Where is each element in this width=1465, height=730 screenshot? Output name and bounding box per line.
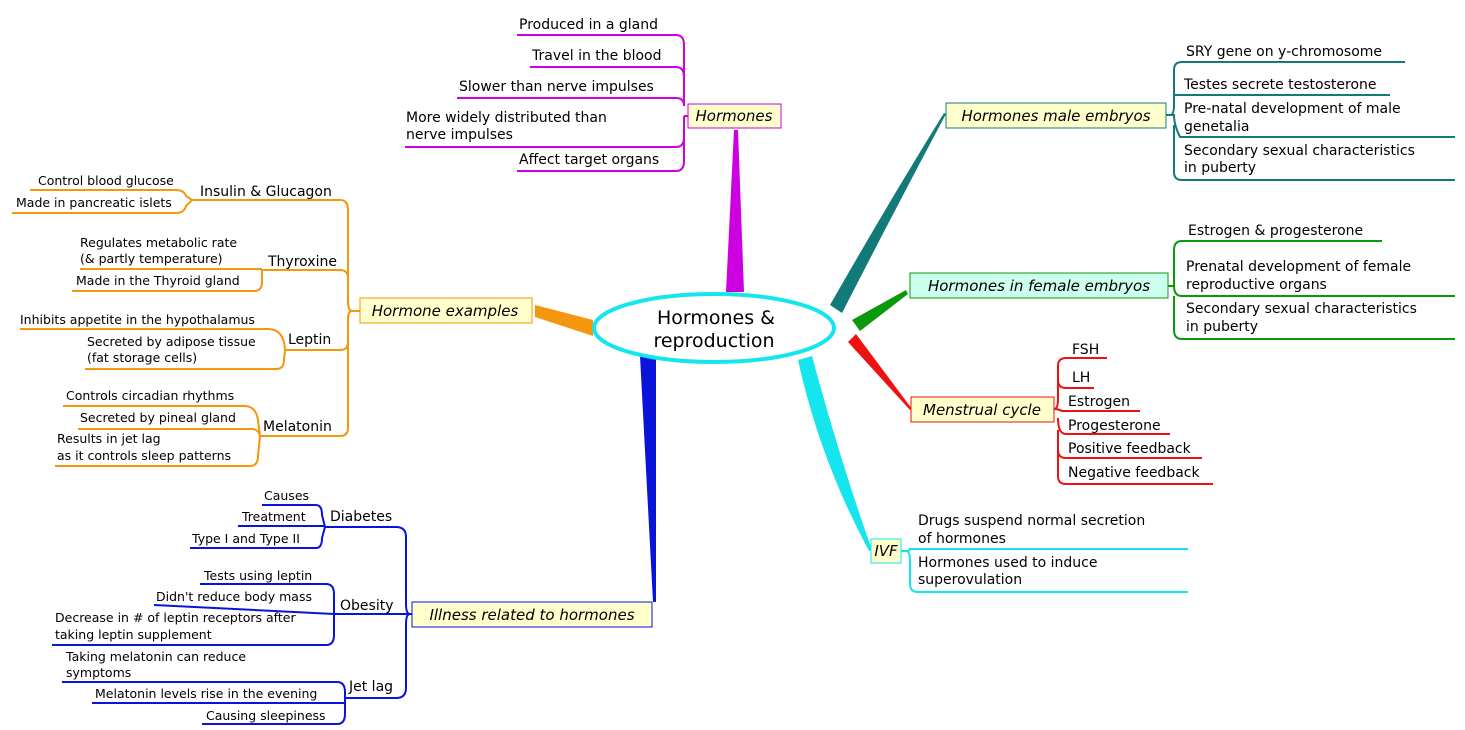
examples-branch bbox=[12, 189, 360, 467]
male-branch bbox=[1166, 61, 1455, 181]
hormones-item-target: Affect target organs bbox=[519, 152, 659, 168]
female-item-estrogen: Estrogen & progesterone bbox=[1188, 223, 1363, 239]
center-title-line2: reproduction bbox=[653, 330, 774, 352]
jetlag-item-evening: Melatonin levels rise in the evening bbox=[95, 686, 317, 701]
menstrual-branch bbox=[1053, 357, 1213, 485]
thyroxine-item-made: Made in the Thyroid gland bbox=[76, 273, 240, 288]
jetlag-item-reduce-2: symptoms bbox=[66, 665, 131, 680]
ivf-title: IVF bbox=[874, 542, 898, 560]
leptin-item-adipose-1: Secreted by adipose tissue bbox=[87, 334, 256, 349]
female-branch bbox=[1168, 240, 1455, 340]
leptin-item-appetite: Inhibits appetite in the hypothalamus bbox=[20, 312, 255, 327]
center-title-line1: Hormones & bbox=[657, 307, 775, 329]
connector-female bbox=[852, 290, 908, 331]
male-item-prenatal-2: genetalia bbox=[1184, 119, 1249, 135]
female-item-prenatal-2: reproductive organs bbox=[1186, 277, 1327, 293]
ivf-item-induce-2: superovulation bbox=[918, 572, 1022, 588]
leptin-item-adipose-2: (fat storage cells) bbox=[87, 350, 197, 365]
melatonin-item-jetlag-1: Results in jet lag bbox=[57, 431, 161, 446]
thyroxine-item-rate-2: (& partly temperature) bbox=[80, 251, 223, 266]
menstrual-item-positive: Positive feedback bbox=[1068, 441, 1192, 457]
thyroxine-label: Thyroxine bbox=[267, 254, 337, 270]
insulin-item-glucose: Control blood glucose bbox=[38, 173, 174, 188]
hormones-title: Hormones bbox=[696, 107, 773, 125]
insulin-label: Insulin & Glucagon bbox=[200, 184, 332, 200]
obesity-item-mass: Didn't reduce body mass bbox=[156, 589, 312, 604]
ivf-item-drugs-2: of hormones bbox=[918, 531, 1006, 547]
connector-ivf bbox=[798, 356, 872, 551]
menstrual-item-lh: LH bbox=[1072, 370, 1090, 386]
female-node[interactable] bbox=[909, 272, 1169, 299]
menstrual-item-progesterone: Progesterone bbox=[1068, 418, 1161, 434]
female-title: Hormones in female embryos bbox=[928, 277, 1150, 295]
center-node[interactable] bbox=[592, 292, 836, 364]
diabetes-item-treatment: Treatment bbox=[241, 509, 306, 524]
hormones-item-slower: Slower than nerve impulses bbox=[459, 79, 654, 95]
hormones-item-blood: Travel in the blood bbox=[531, 48, 662, 64]
hormones-item-distributed-2: nerve impulses bbox=[406, 127, 513, 143]
melatonin-item-pineal: Secreted by pineal gland bbox=[80, 410, 236, 425]
examples-title: Hormone examples bbox=[372, 302, 519, 320]
jetlag-item-reduce-1: Taking melatonin can reduce bbox=[65, 649, 246, 664]
obesity-item-tests: Tests using leptin bbox=[203, 568, 312, 583]
male-item-secondary-1: Secondary sexual characteristics bbox=[1184, 143, 1415, 159]
illness-branch bbox=[52, 504, 412, 725]
thyroxine-item-rate-1: Regulates metabolic rate bbox=[80, 235, 237, 250]
connector-menstrual bbox=[848, 334, 912, 410]
jetlag-item-sleepiness: Causing sleepiness bbox=[206, 708, 326, 723]
ivf-node[interactable] bbox=[870, 538, 902, 564]
hormones-item-distributed-1: More widely distributed than bbox=[406, 110, 607, 126]
diabetes-label: Diabetes bbox=[330, 509, 392, 525]
menstrual-node[interactable] bbox=[910, 396, 1055, 423]
examples-node[interactable] bbox=[359, 297, 533, 324]
obesity-item-receptors-1: Decrease in # of leptin receptors after bbox=[55, 610, 296, 625]
melatonin-item-jetlag-2: as it controls sleep patterns bbox=[57, 448, 231, 463]
male-title: Hormones male embryos bbox=[961, 107, 1150, 125]
female-item-prenatal-1: Prenatal development of female bbox=[1186, 259, 1411, 275]
menstrual-item-negative: Negative feedback bbox=[1068, 465, 1200, 481]
melatonin-label: Melatonin bbox=[263, 419, 332, 435]
male-item-secondary-2: in puberty bbox=[1184, 160, 1256, 176]
ivf-branch bbox=[901, 548, 1188, 593]
hormones-branch bbox=[405, 34, 688, 172]
female-item-secondary-1: Secondary sexual characteristics bbox=[1186, 301, 1417, 317]
melatonin-item-circadian: Controls circadian rhythms bbox=[66, 388, 234, 403]
connector-male bbox=[830, 113, 946, 313]
ivf-item-induce-1: Hormones used to induce bbox=[918, 555, 1098, 571]
leptin-label: Leptin bbox=[288, 332, 331, 348]
illness-title: Illness related to hormones bbox=[429, 606, 634, 624]
female-item-secondary-2: in puberty bbox=[1186, 319, 1258, 335]
male-item-prenatal-1: Pre-natal development of male bbox=[1184, 101, 1401, 117]
menstrual-item-estrogen: Estrogen bbox=[1068, 394, 1130, 410]
insulin-item-islets: Made in pancreatic islets bbox=[16, 195, 172, 210]
hormones-node[interactable] bbox=[687, 103, 782, 129]
male-item-sry: SRY gene on y-chromosome bbox=[1186, 44, 1382, 60]
diabetes-item-causes: Causes bbox=[264, 488, 309, 503]
menstrual-title: Menstrual cycle bbox=[923, 401, 1041, 419]
connector-hormones bbox=[726, 130, 744, 292]
obesity-item-receptors-2: taking leptin supplement bbox=[55, 627, 212, 642]
male-node[interactable] bbox=[945, 102, 1167, 129]
connector-examples bbox=[535, 305, 593, 336]
obesity-label: Obesity bbox=[340, 598, 393, 614]
jetlag-label: Jet lag bbox=[348, 679, 393, 695]
illness-node[interactable] bbox=[411, 601, 653, 628]
menstrual-item-fsh: FSH bbox=[1072, 342, 1099, 358]
hormones-item-gland: Produced in a gland bbox=[519, 17, 658, 33]
ivf-item-drugs-1: Drugs suspend normal secretion bbox=[918, 513, 1145, 529]
diabetes-item-types: Type I and Type II bbox=[191, 531, 300, 546]
male-item-testes: Testes secrete testosterone bbox=[1183, 77, 1377, 93]
connector-illness bbox=[640, 356, 656, 602]
